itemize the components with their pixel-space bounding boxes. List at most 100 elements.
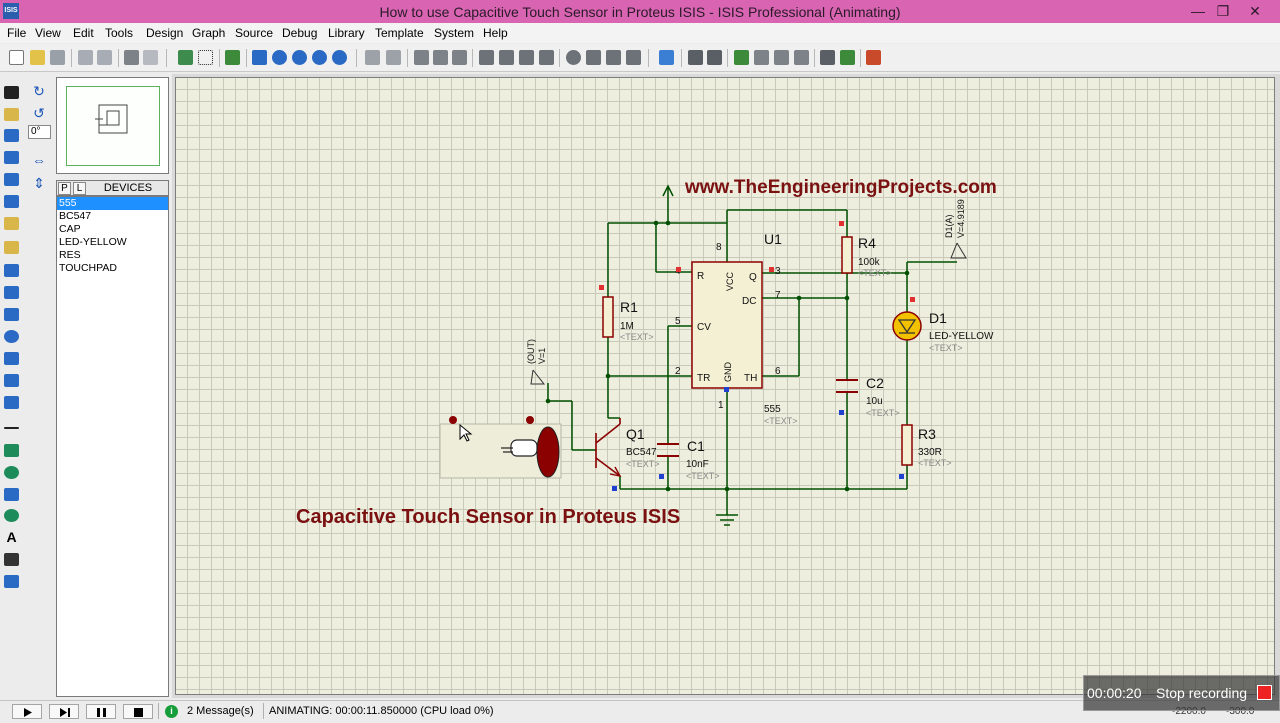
device-item-cap[interactable]: CAP: [59, 223, 81, 235]
copy-icon[interactable]: [433, 50, 448, 65]
device-item-touchpad[interactable]: TOUCHPAD: [59, 262, 117, 274]
menu-debug[interactable]: Debug: [282, 26, 318, 40]
component-mode-icon[interactable]: [4, 108, 19, 121]
minimize-button[interactable]: —: [1191, 3, 1205, 19]
terminals-icon[interactable]: [4, 241, 19, 254]
line-tool-icon[interactable]: [4, 427, 19, 429]
open-folder-icon[interactable]: [30, 50, 45, 65]
timer-555-u1[interactable]: U1 R VCC Q DC CV TR GND TH 4 8 3 7 5 2 6…: [675, 231, 798, 426]
print-area-icon[interactable]: [143, 50, 158, 65]
save-icon[interactable]: [50, 50, 65, 65]
netlist-to-ares-icon[interactable]: [866, 50, 881, 65]
box-tool-icon[interactable]: [4, 444, 19, 457]
block-copy-icon[interactable]: [479, 50, 494, 65]
menu-design[interactable]: Design: [146, 26, 184, 40]
pan-icon[interactable]: [252, 50, 267, 65]
marker-tool-icon[interactable]: [4, 575, 19, 588]
pick-devices-button[interactable]: P: [58, 182, 71, 195]
device-item-555[interactable]: 555: [57, 197, 168, 210]
overview-window[interactable]: [56, 77, 169, 174]
restore-button[interactable]: ❐: [1216, 3, 1230, 19]
menu-help[interactable]: Help: [483, 26, 508, 40]
mirror-horizontal-icon[interactable]: ⇔: [32, 152, 46, 168]
menu-system[interactable]: System: [434, 26, 475, 40]
undo-icon[interactable]: [365, 50, 380, 65]
menu-edit[interactable]: Edit: [73, 26, 94, 40]
menu-template[interactable]: Template: [375, 26, 424, 40]
devices-list[interactable]: 555 BC547 CAP LED-YELLOW RES TOUCHPAD: [56, 196, 169, 697]
transistor-q1[interactable]: [595, 418, 622, 477]
redo-icon[interactable]: [386, 50, 401, 65]
circle-tool-icon[interactable]: [4, 466, 19, 479]
search-tag-icon[interactable]: [688, 50, 703, 65]
stop-recording-label[interactable]: Stop recording: [1156, 685, 1248, 701]
origin-icon[interactable]: [225, 50, 240, 65]
touchpad-sensor[interactable]: [439, 416, 562, 479]
rotation-angle-field[interactable]: 0°: [28, 125, 51, 139]
current-probe-icon[interactable]: [4, 374, 19, 387]
ground-terminal[interactable]: [716, 514, 738, 526]
block-move-icon[interactable]: [499, 50, 514, 65]
messages-count[interactable]: 2 Message(s): [187, 705, 254, 717]
text-tool-icon[interactable]: A: [6, 529, 17, 545]
block-delete-icon[interactable]: [539, 50, 554, 65]
menu-view[interactable]: View: [35, 26, 61, 40]
remove-sheet-icon[interactable]: [754, 50, 769, 65]
zoom-area-icon[interactable]: [332, 50, 347, 65]
power-terminal[interactable]: [662, 184, 674, 197]
block-rotate-icon[interactable]: [519, 50, 534, 65]
voltage-probe-icon[interactable]: [4, 352, 19, 365]
voltage-probe-out[interactable]: (OUT) V=1: [526, 339, 547, 385]
menu-tools[interactable]: Tools: [105, 26, 134, 40]
menu-source[interactable]: Source: [235, 26, 274, 40]
resistor-r1[interactable]: R1 1M <TEXT>: [599, 285, 654, 342]
stop-recording-icon[interactable]: [1257, 685, 1272, 700]
electrical-rules-icon[interactable]: [840, 50, 855, 65]
symbol-tool-icon[interactable]: [4, 553, 19, 566]
package-tool-icon[interactable]: [606, 50, 621, 65]
voltage-probe-d1[interactable]: D1(A) V=4.9189: [944, 199, 967, 259]
step-button[interactable]: [49, 704, 79, 719]
zoom-all-icon[interactable]: [312, 50, 327, 65]
selection-mode-icon[interactable]: [4, 86, 19, 99]
refresh-icon[interactable]: [178, 50, 193, 65]
stop-button[interactable]: [123, 704, 153, 719]
device-pins-icon[interactable]: [4, 264, 19, 277]
make-device-icon[interactable]: [586, 50, 601, 65]
schematic-drawing[interactable]: U1 R VCC Q DC CV TR GND TH 4 8 3 7 5 2 6…: [172, 74, 1280, 698]
mirror-vertical-icon[interactable]: ⇕: [33, 175, 45, 191]
arc-tool-icon[interactable]: [4, 488, 19, 501]
capacitor-c2[interactable]: [836, 379, 858, 393]
resistor-r3[interactable]: R3 330R <TEXT>: [899, 424, 952, 479]
goto-sheet-icon[interactable]: [774, 50, 789, 65]
tape-recorder-icon[interactable]: [4, 308, 19, 321]
message-info-icon[interactable]: i: [165, 705, 178, 718]
close-button[interactable]: ✕: [1249, 3, 1261, 19]
resistor-r4[interactable]: R4 100k <TEXT>: [839, 221, 892, 278]
library-manager-button[interactable]: L: [73, 182, 86, 195]
generator-icon[interactable]: [4, 330, 19, 343]
junction-dot-icon[interactable]: [4, 129, 19, 142]
paste-icon[interactable]: [452, 50, 467, 65]
bus-icon[interactable]: [4, 195, 19, 208]
exit-to-parent-icon[interactable]: [794, 50, 809, 65]
text-script-icon[interactable]: [4, 173, 19, 186]
menu-graph[interactable]: Graph: [192, 26, 226, 40]
menu-library[interactable]: Library: [328, 26, 365, 40]
graph-icon[interactable]: [4, 286, 19, 299]
pick-device-icon[interactable]: [566, 50, 581, 65]
led-d1[interactable]: D1 LED-YELLOW <TEXT>: [892, 297, 994, 353]
path-tool-icon[interactable]: [4, 509, 19, 522]
new-file-icon[interactable]: [9, 50, 24, 65]
export-icon[interactable]: [97, 50, 112, 65]
editing-window[interactable]: U1 R VCC Q DC CV TR GND TH 4 8 3 7 5 2 6…: [172, 74, 1280, 698]
device-item-res[interactable]: RES: [59, 249, 81, 261]
grid-toggle-icon[interactable]: [198, 50, 213, 65]
print-icon[interactable]: [124, 50, 139, 65]
subcircuit-icon[interactable]: [4, 217, 19, 230]
zoom-in-icon[interactable]: [272, 50, 287, 65]
device-item-led-yellow[interactable]: LED-YELLOW: [59, 236, 127, 248]
new-sheet-icon[interactable]: [734, 50, 749, 65]
capacitor-c1[interactable]: [657, 443, 679, 457]
bill-of-materials-icon[interactable]: [820, 50, 835, 65]
